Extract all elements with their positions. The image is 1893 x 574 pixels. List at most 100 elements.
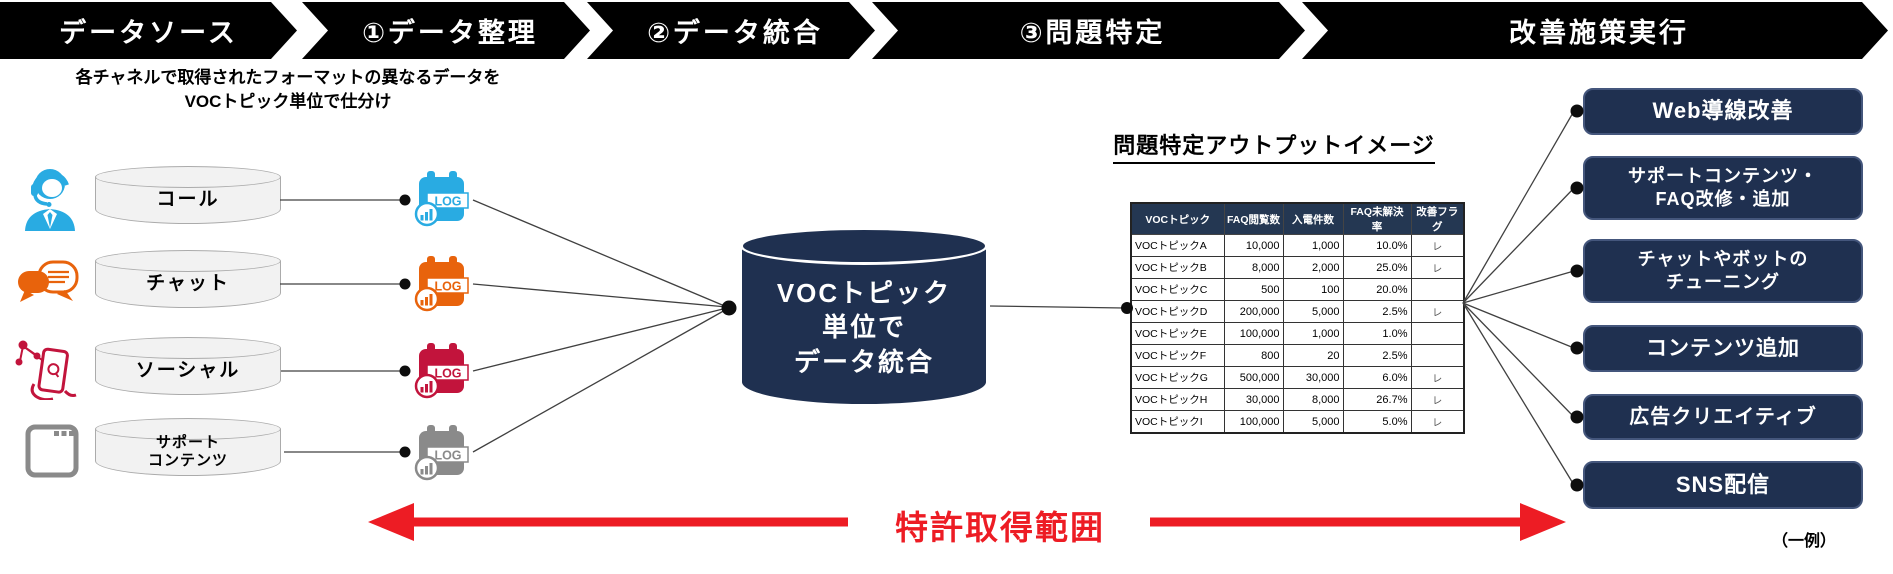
table-cell xyxy=(1410,322,1465,345)
log-calendar-icon-support: LOG xyxy=(414,425,469,481)
table-cell: 1,000 xyxy=(1282,234,1344,257)
table-cell: VOCトピックF xyxy=(1130,344,1225,367)
table-cell: 500 xyxy=(1223,278,1284,301)
table-cell: 5.0% xyxy=(1342,410,1412,434)
table-cell: VOCトピックI xyxy=(1130,410,1225,434)
col-header: 入電件数 xyxy=(1282,202,1344,235)
table-cell: 100,000 xyxy=(1223,410,1284,434)
database-to-table-line xyxy=(989,302,1133,314)
table-cell: レ xyxy=(1410,366,1465,389)
table-cell: 8,000 xyxy=(1282,388,1344,411)
table-cell: 1.0% xyxy=(1342,322,1412,345)
channel-label: チャット xyxy=(146,272,230,294)
col-header: FAQ閲覧数 xyxy=(1223,202,1284,235)
banner-step-data-integrate: ②データ統合 xyxy=(587,2,875,59)
channel-support-content: サポート コンテンツ xyxy=(95,418,281,476)
table-cell: 20 xyxy=(1282,344,1344,367)
table-cell: 6.0% xyxy=(1342,366,1412,389)
patent-scope-label: 特許取得範囲 xyxy=(895,509,1105,546)
svg-text:LOG: LOG xyxy=(434,367,461,381)
social-phone-icon xyxy=(15,340,77,400)
banner-step-data-source: データソース xyxy=(0,2,297,59)
table-cell: 100 xyxy=(1282,278,1344,301)
channel-label: サポート コンテンツ xyxy=(147,434,228,469)
table-cell: VOCトピックE xyxy=(1130,322,1225,345)
banner-step-label: ③問題特定 xyxy=(1019,18,1166,48)
action-chat-bot-tuning: チャットやボットの チューニング xyxy=(1583,239,1863,303)
table-cell: レ xyxy=(1410,410,1465,434)
banner-step-improvement-execute: 改善施策実行 xyxy=(1302,2,1888,59)
svg-text:LOG: LOG xyxy=(434,195,461,209)
col-header: 改善フラグ xyxy=(1410,202,1465,235)
table-cell: 5,000 xyxy=(1282,300,1344,323)
table-cell xyxy=(1410,278,1465,301)
log-to-database-lines xyxy=(472,199,737,453)
table-cell: 5,000 xyxy=(1282,410,1344,434)
voc-integration-database: VOCトピック 単位で データ統合 xyxy=(740,227,988,404)
banner-step-problem-identify: ③問題特定 xyxy=(872,2,1305,59)
action-sns-delivery: SNS配信 xyxy=(1583,461,1863,509)
table-header-row: VOCトピック FAQ閲覧数 入電件数 FAQ未解決率 改善フラグ xyxy=(1130,202,1465,235)
table-cell: VOCトピックB xyxy=(1130,256,1225,279)
channel-call: コール xyxy=(95,166,281,224)
channel-label: コール xyxy=(156,188,220,210)
banner-step-data-organize: ①データ整理 xyxy=(302,2,590,59)
call-agent-icon xyxy=(25,169,75,231)
chat-bubbles-icon xyxy=(18,260,79,302)
table-cell: 200,000 xyxy=(1223,300,1284,323)
banner-step-label: ①データ整理 xyxy=(362,18,538,48)
action-support-faq: サポートコンテンツ・ FAQ改修・追加 xyxy=(1583,156,1863,220)
table-cell: 800 xyxy=(1223,344,1284,367)
table-cell: 2,000 xyxy=(1282,256,1344,279)
table-cell: 2.5% xyxy=(1342,344,1412,367)
table-cell: 20.0% xyxy=(1342,278,1412,301)
action-ad-creative: 広告クリエイティブ xyxy=(1583,394,1863,440)
table-cell: レ xyxy=(1410,388,1465,411)
channel-label: ソーシャル xyxy=(135,359,241,381)
table-cell: 26.7% xyxy=(1342,388,1412,411)
table-cell: 8,000 xyxy=(1223,256,1284,279)
action-content-add: コンテンツ追加 xyxy=(1583,325,1863,372)
banner-step-label: データソース xyxy=(59,18,238,48)
channel-chat: チャット xyxy=(95,250,281,308)
table-cell: 100,000 xyxy=(1223,322,1284,345)
col-header: FAQ未解決率 xyxy=(1342,202,1412,235)
table-cell: 1,000 xyxy=(1282,322,1344,345)
svg-text:LOG: LOG xyxy=(434,449,461,463)
table-cell: レ xyxy=(1410,234,1465,257)
table-cell: 30,000 xyxy=(1223,388,1284,411)
table-cell: レ xyxy=(1410,256,1465,279)
col-header: VOCトピック xyxy=(1130,202,1225,235)
action-web-funnel: Web導線改善 xyxy=(1583,88,1863,135)
table-cell: VOCトピックC xyxy=(1130,278,1225,301)
sorting-note: 各チャネルで取得されたフォーマットの異なるデータを VOCトピック単位で仕分け xyxy=(75,68,501,111)
output-title: 問題特定アウトプットイメージ xyxy=(1088,128,1460,164)
table-cell: 25.0% xyxy=(1342,256,1412,279)
example-footnote: （一例） xyxy=(1772,533,1837,550)
table-cell: VOCトピックA xyxy=(1130,234,1225,257)
problem-identification-table: VOCトピック FAQ閲覧数 入電件数 FAQ未解決率 改善フラグ VOCトピッ… xyxy=(1130,202,1465,434)
table-cell: 10.0% xyxy=(1342,234,1412,257)
table-cell: レ xyxy=(1410,300,1465,323)
banner-step-label: 改善施策実行 xyxy=(1509,18,1689,48)
integration-db-label: VOCトピック 単位で データ統合 xyxy=(776,278,952,377)
table-cell xyxy=(1410,344,1465,367)
log-calendar-icon-call: LOG xyxy=(414,171,469,227)
table-cell: VOCトピックH xyxy=(1130,388,1225,411)
browser-window-icon xyxy=(25,424,79,478)
table-to-actions-lines xyxy=(1462,104,1584,492)
banner-step-label: ②データ統合 xyxy=(647,18,823,48)
table-cell: VOCトピックG xyxy=(1130,366,1225,389)
channel-to-log-lines xyxy=(280,194,411,458)
svg-text:LOG: LOG xyxy=(434,280,461,294)
table-cell: 500,000 xyxy=(1223,366,1284,389)
